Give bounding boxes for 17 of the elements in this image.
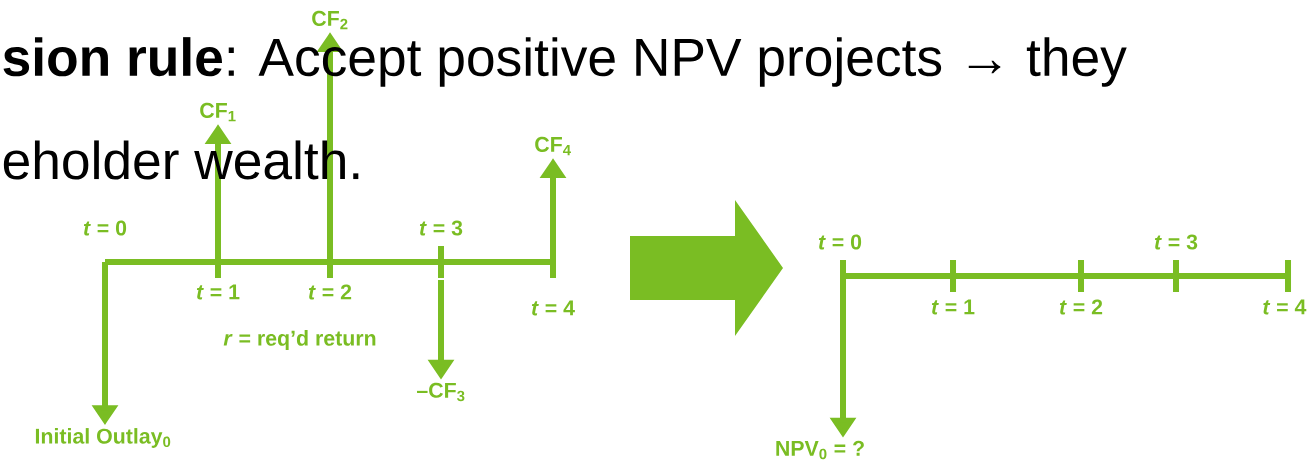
cash-flow-label: Initial Outlay$_{0}$ (35, 428, 171, 448)
cash-flow-label: CF$_{4}$ (535, 136, 571, 156)
time-label: t = 2 (1059, 299, 1103, 315)
time-label: t = 2 (308, 284, 352, 300)
cash-flow-label: CF$_{2}$ (312, 10, 348, 30)
time-label: t = 1 (931, 299, 975, 315)
cash-flow-label: –CF$_{3}$ (417, 382, 465, 402)
cash-flow-label: CF$_{1}$ (200, 102, 236, 122)
cash-flow-label: NPV$_{0}$ = ? (776, 440, 864, 460)
time-label: t = 0 (83, 220, 127, 236)
time-label: t = 3 (1154, 234, 1198, 250)
rate-label: r = req’d return (223, 330, 376, 350)
time-label: t = 0 (818, 234, 862, 250)
time-label: t = 4 (531, 300, 575, 316)
time-label: t = 3 (419, 220, 463, 236)
time-label: t = 4 (1263, 299, 1307, 315)
time-label: t = 1 (196, 284, 240, 300)
